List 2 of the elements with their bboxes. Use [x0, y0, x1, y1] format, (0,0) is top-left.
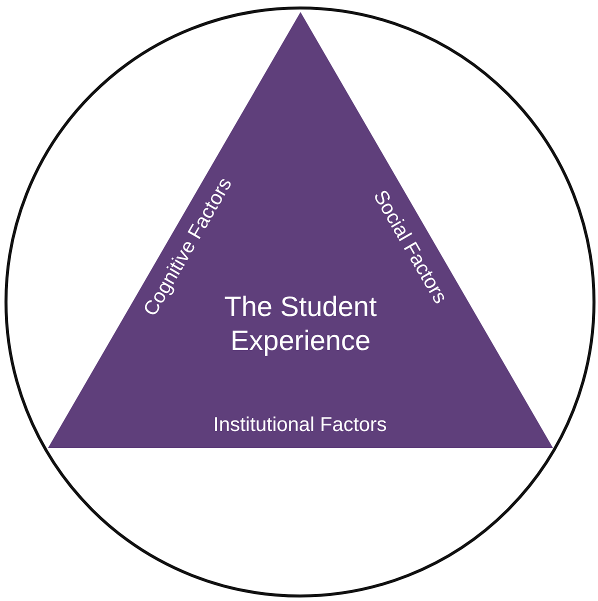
center-title: The Student Experience [223, 290, 378, 358]
side-label: Institutional Factors [213, 413, 387, 438]
